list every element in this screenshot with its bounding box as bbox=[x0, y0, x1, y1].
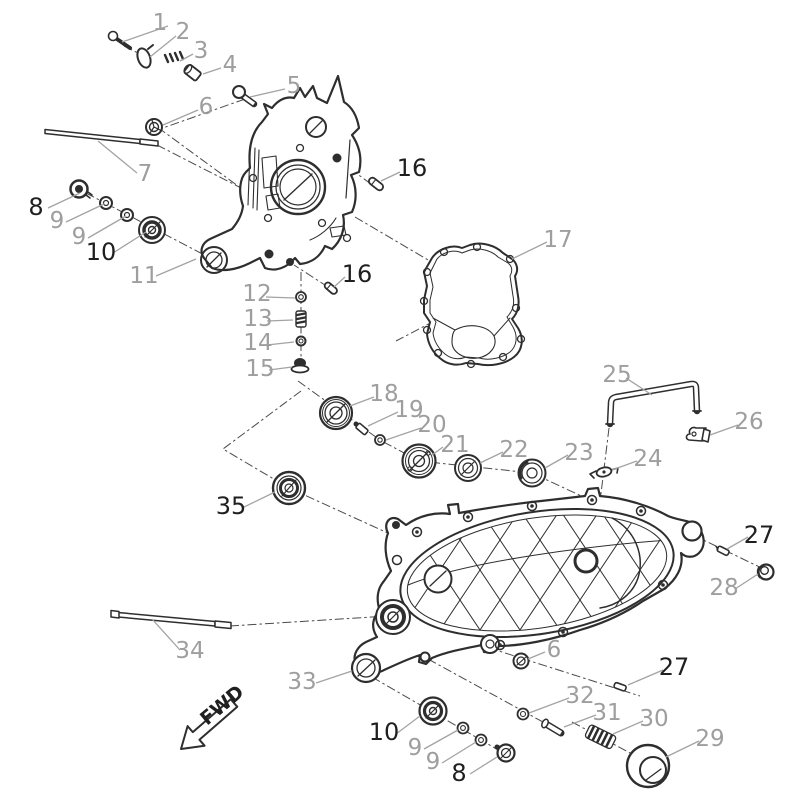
part-26-clip bbox=[685, 426, 711, 443]
callout-20: 20 bbox=[417, 412, 446, 438]
callout-35: 35 bbox=[216, 492, 247, 520]
part-24-clamp bbox=[589, 466, 619, 479]
callout-4: 4 bbox=[223, 52, 238, 78]
part-15-plug bbox=[290, 358, 310, 374]
part-9-washer-upper-a bbox=[99, 196, 113, 210]
callout-16-mid: 16 bbox=[342, 260, 373, 288]
part-34-dowel-rod bbox=[110, 609, 232, 630]
callout-16-top: 16 bbox=[397, 154, 428, 182]
callout-11: 11 bbox=[129, 263, 158, 289]
part-4-roller-pin bbox=[183, 64, 202, 82]
callout-27-lower: 27 bbox=[659, 653, 690, 681]
leader-lines bbox=[47, 25, 759, 775]
part-20-washer bbox=[374, 434, 386, 446]
fwd-direction-indicator: FWD bbox=[180, 681, 248, 750]
callout-26: 26 bbox=[734, 409, 763, 435]
callout-18: 18 bbox=[369, 381, 398, 407]
part-16-stud-bolt-top bbox=[368, 176, 384, 192]
part-6-nut-lower bbox=[512, 652, 530, 670]
part-31-bolt bbox=[541, 718, 565, 737]
part-32-washer bbox=[516, 707, 530, 721]
callout-22: 22 bbox=[499, 437, 528, 463]
part-9-washer-upper-b bbox=[120, 208, 134, 222]
callout-5: 5 bbox=[287, 73, 302, 99]
part-7-rod bbox=[44, 128, 159, 147]
callout-12: 12 bbox=[242, 281, 271, 307]
part-35-oil-seal bbox=[271, 470, 307, 506]
part-14-o-ring bbox=[295, 335, 307, 347]
callout-6: 6 bbox=[199, 94, 214, 120]
part-12-nut bbox=[295, 291, 307, 303]
part-25-breather-pipe bbox=[605, 380, 702, 428]
callout-9-b: 9 bbox=[72, 224, 87, 250]
part-9-washer-lower-b bbox=[474, 733, 488, 747]
callout-31: 31 bbox=[592, 700, 621, 726]
part-19-pin bbox=[353, 421, 369, 436]
callout-9-lower-b: 9 bbox=[426, 749, 441, 775]
part-27-pin-lower bbox=[613, 681, 627, 692]
callout-27-right: 27 bbox=[744, 521, 775, 549]
part-23-bearing bbox=[517, 458, 547, 488]
part-5-bolt bbox=[232, 85, 258, 108]
fwd-label: FWD bbox=[196, 681, 248, 730]
part-18-bearing bbox=[318, 395, 354, 431]
callout-14: 14 bbox=[243, 330, 272, 356]
part-2-hook-clip bbox=[136, 44, 154, 69]
callout-29: 29 bbox=[695, 726, 724, 752]
part-8-drain-bolt-lower bbox=[494, 743, 516, 763]
part-1-screw bbox=[107, 30, 132, 50]
part-16-stud-bolt-mid bbox=[323, 281, 338, 295]
callout-labels: 1 2 3 4 5 6 7 8 9 9 10 11 12 13 14 15 16… bbox=[28, 10, 774, 787]
part-11-crankcase-right-half bbox=[200, 74, 362, 274]
fwd-arrow-icon bbox=[180, 698, 239, 750]
part-10-bushing-lower bbox=[418, 696, 448, 726]
part-22-bearing bbox=[454, 454, 482, 482]
part-3-spring bbox=[163, 50, 185, 64]
callout-17: 17 bbox=[543, 227, 572, 253]
callout-13: 13 bbox=[243, 306, 272, 332]
callout-19: 19 bbox=[394, 397, 423, 423]
callout-10: 10 bbox=[86, 238, 117, 266]
callout-3: 3 bbox=[194, 38, 209, 64]
part-10-bushing-upper bbox=[138, 216, 166, 244]
part-28-cap bbox=[756, 563, 775, 581]
callout-33: 33 bbox=[287, 669, 316, 695]
part-9-washer-lower-a bbox=[456, 721, 470, 735]
part-6-nut bbox=[145, 118, 163, 136]
part-13-spring bbox=[295, 310, 307, 328]
callout-1: 1 bbox=[153, 10, 168, 36]
callout-7: 7 bbox=[138, 161, 153, 187]
callout-9-lower-a: 9 bbox=[408, 735, 423, 761]
callout-8-lower: 8 bbox=[451, 759, 466, 787]
callout-21: 21 bbox=[440, 432, 469, 458]
callout-30: 30 bbox=[639, 706, 668, 732]
callout-34: 34 bbox=[175, 638, 204, 664]
part-8-drain-bolt-upper bbox=[69, 179, 93, 199]
part-27-pin-right bbox=[715, 545, 730, 557]
part-29-roller-cup bbox=[625, 743, 671, 789]
callout-28: 28 bbox=[709, 575, 738, 601]
part-21-bearing bbox=[401, 443, 437, 479]
callout-25: 25 bbox=[602, 362, 631, 388]
callout-8: 8 bbox=[28, 193, 43, 221]
callout-10-lower: 10 bbox=[369, 718, 400, 746]
callout-32: 32 bbox=[565, 683, 594, 709]
callout-2: 2 bbox=[176, 19, 191, 45]
callout-9-a: 9 bbox=[50, 208, 65, 234]
callout-6-lower: 6 bbox=[547, 637, 562, 663]
callout-23: 23 bbox=[564, 440, 593, 466]
callout-15: 15 bbox=[245, 356, 274, 382]
part-17-gasket bbox=[419, 242, 526, 369]
part-30-spring bbox=[584, 724, 617, 750]
callout-24: 24 bbox=[633, 446, 662, 472]
part-33-crankcase-left-half bbox=[350, 486, 705, 684]
